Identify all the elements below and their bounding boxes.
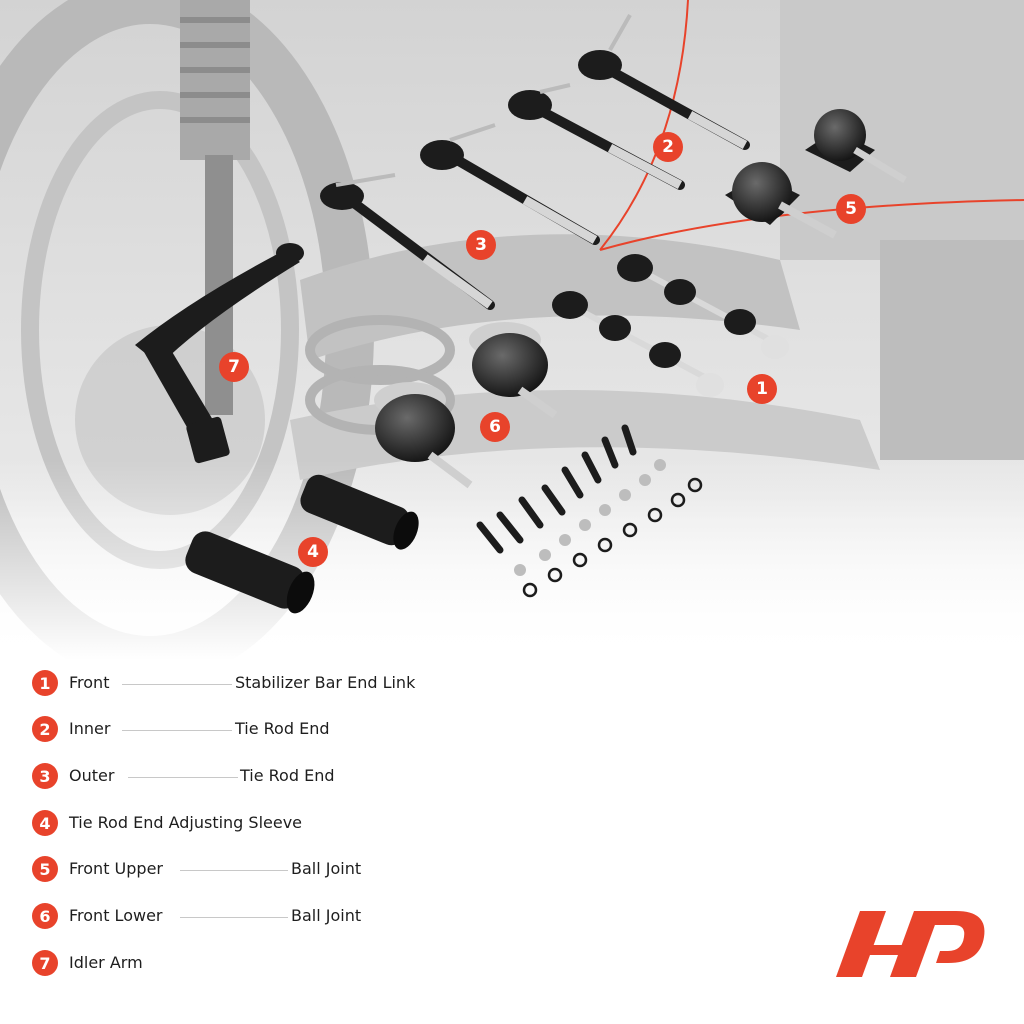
upper-ball-joints xyxy=(725,109,907,239)
lower-ball-joints xyxy=(374,322,558,489)
legend-label: Outer xyxy=(69,766,115,785)
idler-arm xyxy=(135,243,304,464)
legend-part-name: Ball Joint xyxy=(291,859,362,878)
callout-5: 5 xyxy=(836,194,866,224)
stabilizer-end-links xyxy=(552,254,789,397)
legend-label: Tie Rod End Adjusting Sleeve xyxy=(69,813,303,832)
callout-3: 3 xyxy=(466,230,496,260)
legend-item-outer-tie-rod-end: 3 Outer Tie Rod End xyxy=(32,762,335,790)
legend-number: 1 xyxy=(32,670,58,696)
legend-part-name: Tie Rod End xyxy=(235,719,330,738)
legend-number: 7 xyxy=(32,950,58,976)
legend-number: 6 xyxy=(32,903,58,929)
legend-item-adjusting-sleeve: 4 Tie Rod End Adjusting Sleeve xyxy=(32,809,302,837)
legend-item-stabilizer-end-link: 1 Front Stabilizer Bar End Link xyxy=(32,669,415,697)
leader-line xyxy=(180,917,288,918)
leader-line xyxy=(180,870,288,871)
legend-number: 5 xyxy=(32,856,58,882)
legend-label: Front xyxy=(69,673,110,692)
legend-number: 3 xyxy=(32,763,58,789)
suspension-parts-illustration xyxy=(0,0,1024,660)
callout-7: 7 xyxy=(219,352,249,382)
hardware-kit xyxy=(476,424,703,598)
outer-tie-rod-ends xyxy=(320,123,600,310)
inner-tie-rod-ends xyxy=(508,14,750,190)
legend-item-lower-ball-joint: 6 Front Lower Ball Joint xyxy=(32,902,361,930)
legend-label: Inner xyxy=(69,719,111,738)
legend-label: Front Upper xyxy=(69,859,163,878)
legend-number: 4 xyxy=(32,810,58,836)
legend-label: Front Lower xyxy=(69,906,163,925)
callout-2: 2 xyxy=(653,132,683,162)
legend-part-name: Stabilizer Bar End Link xyxy=(235,673,416,692)
legend-label: Idler Arm xyxy=(69,953,143,972)
leader-line xyxy=(122,684,232,685)
legend-item-idler-arm: 7 Idler Arm xyxy=(32,949,143,977)
a-premium-logo-icon xyxy=(836,911,985,977)
legend-part-name: Tie Rod End xyxy=(240,766,335,785)
legend-number: 2 xyxy=(32,716,58,742)
legend-item-inner-tie-rod-end: 2 Inner Tie Rod End xyxy=(32,715,330,743)
adjusting-sleeves xyxy=(185,474,419,614)
legend-part-name: Ball Joint xyxy=(291,906,362,925)
callout-6: 6 xyxy=(480,412,510,442)
legend-item-upper-ball-joint: 5 Front Upper Ball Joint xyxy=(32,855,361,883)
leader-line xyxy=(128,777,238,778)
callout-1: 1 xyxy=(747,374,777,404)
callout-4: 4 xyxy=(298,537,328,567)
leader-line xyxy=(122,730,232,731)
